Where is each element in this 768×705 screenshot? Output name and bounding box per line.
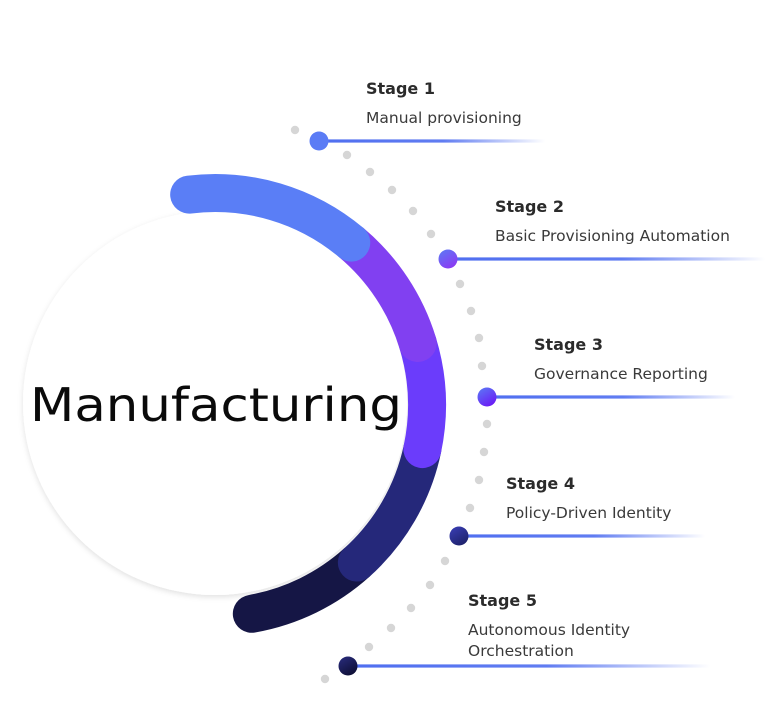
stage-description: Basic Provisioning Automation <box>495 227 730 245</box>
stage-description: Governance Reporting <box>534 365 708 383</box>
stage-connector-line <box>459 534 705 538</box>
stage-node <box>338 656 358 676</box>
path-dot <box>342 150 352 160</box>
stage-node <box>438 249 458 269</box>
stage-title: Stage 2 <box>495 197 564 216</box>
path-dot <box>455 279 465 289</box>
path-dot <box>440 556 450 566</box>
path-dot <box>320 674 330 684</box>
path-dot <box>408 206 418 216</box>
stage-2: Stage 2 Basic Provisioning Automation <box>438 197 765 269</box>
path-dot <box>466 306 476 316</box>
stage-connector-line <box>348 664 710 668</box>
path-dot <box>365 167 375 177</box>
stage-node <box>309 131 329 151</box>
path-dot <box>474 475 484 485</box>
stage-title: Stage 5 <box>468 591 537 610</box>
path-dot <box>386 623 396 633</box>
path-dot <box>426 229 436 239</box>
path-dot <box>477 361 487 371</box>
stage-1: Stage 1 Manual provisioning <box>309 79 545 151</box>
center-circle <box>23 211 407 595</box>
stage-3: Stage 3 Governance Reporting <box>477 335 735 407</box>
path-dot <box>482 419 492 429</box>
stage-connector-line <box>487 395 735 399</box>
stage-node <box>477 387 497 407</box>
stage-description: Orchestration <box>468 642 574 660</box>
arc-segment-1 <box>170 174 371 262</box>
center-label: Manufacturing <box>30 378 402 432</box>
stage-connector-line <box>448 257 765 261</box>
path-dot <box>387 185 397 195</box>
path-dot <box>364 642 374 652</box>
progress-arc <box>170 174 446 633</box>
path-dot <box>290 125 300 135</box>
path-dot <box>465 503 475 513</box>
stage-4: Stage 4 Policy-Driven Identity <box>449 474 705 546</box>
path-dot <box>479 447 489 457</box>
stage-description: Autonomous Identity <box>468 621 630 639</box>
stage-connector-line <box>319 139 545 143</box>
stage-title: Stage 4 <box>506 474 575 493</box>
stage-node <box>449 526 469 546</box>
path-dot <box>425 580 435 590</box>
stage-description: Policy-Driven Identity <box>506 504 671 522</box>
stage-title: Stage 1 <box>366 79 435 98</box>
dotted-path <box>290 125 492 684</box>
stage-title: Stage 3 <box>534 335 603 354</box>
stage-description: Manual provisioning <box>366 109 522 127</box>
path-dot <box>474 333 484 343</box>
path-dot <box>406 603 416 613</box>
